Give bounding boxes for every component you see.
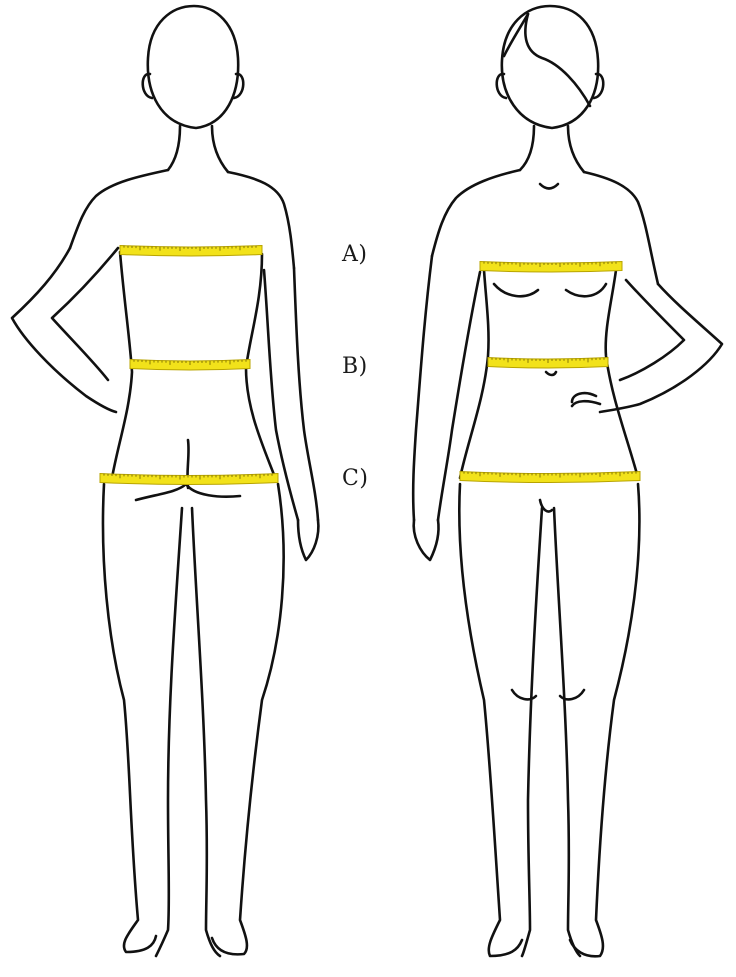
back-left-arm-inner — [52, 248, 118, 380]
front-tape-c-band — [460, 472, 640, 483]
back-inner-leg-right — [192, 508, 220, 956]
front-tape-b — [488, 358, 608, 369]
front-right-arm-outer — [600, 284, 722, 412]
front-tape-c — [460, 472, 640, 483]
front-shoulder-left — [432, 170, 520, 256]
front-left-arm-outer — [413, 256, 432, 520]
back-shoulder-left — [70, 170, 168, 248]
back-right-hand — [298, 520, 318, 560]
measurement-label-c: C) — [342, 466, 368, 491]
front-tape-a — [480, 262, 622, 273]
front-bust-right — [566, 284, 606, 296]
front-left-arm-inner — [438, 272, 480, 520]
front-inner-leg-right — [554, 508, 580, 956]
measuring-tapes — [100, 246, 640, 485]
back-tape-a-band — [120, 246, 262, 257]
back-tape-c — [100, 474, 278, 485]
front-hair-line — [525, 14, 590, 106]
back-inner-leg-left — [156, 508, 182, 956]
back-head-outline — [148, 6, 238, 128]
measurement-label-b: B) — [342, 354, 368, 379]
back-torso-left — [112, 252, 132, 478]
front-bust-left — [494, 284, 538, 296]
back-right-leg-outer — [212, 484, 284, 954]
front-neck-right — [568, 126, 584, 172]
measurement-label-a: A) — [342, 242, 367, 267]
back-buttock-line — [136, 484, 240, 500]
front-tape-a-band — [480, 262, 622, 273]
front-left-hand — [414, 520, 439, 560]
front-head-outline — [502, 6, 598, 128]
front-collarbone — [540, 184, 558, 189]
front-right-leg-outer — [570, 484, 639, 956]
back-tape-c-band — [100, 474, 278, 485]
front-inner-leg-left — [522, 508, 542, 956]
front-navel — [546, 372, 556, 375]
back-right-arm-outer — [294, 268, 318, 520]
back-left-leg-outer — [103, 484, 156, 952]
back-tape-a — [120, 246, 262, 257]
back-tape-b — [130, 360, 250, 371]
front-right-arm-inner — [620, 280, 684, 380]
front-neck-left — [520, 126, 534, 170]
back-neck-left — [168, 126, 180, 170]
front-right-hand — [572, 393, 600, 406]
back-neck-right — [212, 126, 228, 172]
front-left-leg-outer — [459, 484, 522, 956]
